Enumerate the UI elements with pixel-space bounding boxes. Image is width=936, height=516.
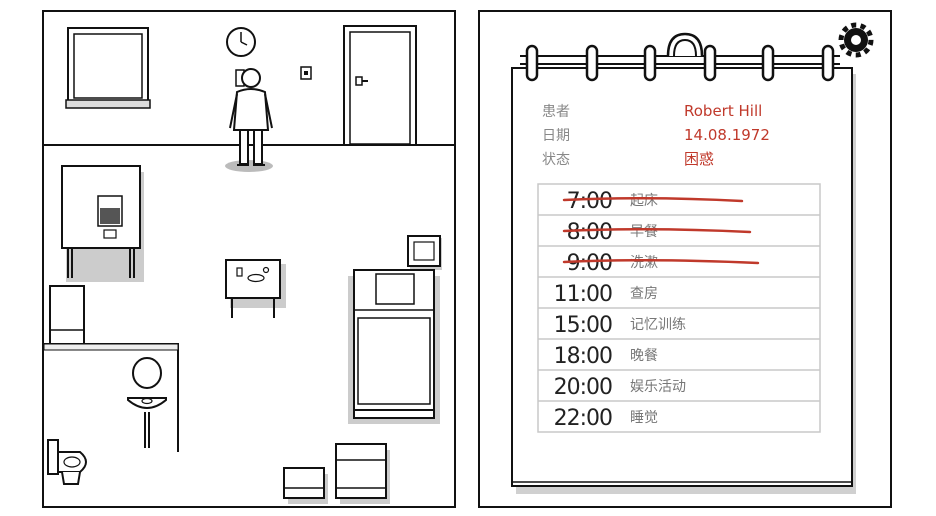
picture-frame[interactable] xyxy=(407,235,442,270)
field-label: 日期 xyxy=(542,128,570,144)
schedule-time: 20:00 xyxy=(554,375,612,400)
schedule-time: 15:00 xyxy=(554,313,612,338)
side-table-with-device[interactable] xyxy=(61,165,144,282)
field-value: 14.08.1972 xyxy=(684,126,770,144)
strikethrough-line xyxy=(562,227,752,234)
schedule-activity: 起床 xyxy=(630,193,658,209)
schedule-time: 9:00 xyxy=(567,251,612,276)
schedule-activity: 洗漱 xyxy=(630,255,658,271)
schedule-row[interactable]: 11:00 查房 xyxy=(554,282,658,307)
schedule-time: 8:00 xyxy=(567,220,612,245)
field-value: 困惑 xyxy=(684,150,714,168)
bed[interactable] xyxy=(348,269,440,424)
notepad: 患者 Robert Hill 日期 14.08.1972 状态 困惑 7:00 起床 8:00… xyxy=(511,22,874,494)
schedule-row[interactable]: 22:00 睡觉 xyxy=(554,406,658,431)
small-table-with-cup[interactable] xyxy=(225,259,286,318)
schedule-activity: 娱乐活动 xyxy=(630,379,686,395)
schedule-time: 22:00 xyxy=(554,406,612,431)
schedule-row[interactable]: 18:00 晚餐 xyxy=(554,344,658,369)
room-scene xyxy=(44,25,454,504)
storage-box-large[interactable] xyxy=(335,443,390,504)
cabinet[interactable] xyxy=(49,285,85,345)
schedule-time: 11:00 xyxy=(554,282,612,307)
field-label: 患者 xyxy=(542,104,570,120)
schedule-activity: 查房 xyxy=(630,286,658,302)
strikethrough-line xyxy=(562,196,744,203)
schedule-activity: 早餐 xyxy=(630,224,658,240)
patient-character[interactable] xyxy=(225,68,273,172)
field-label: 状态 xyxy=(542,152,570,168)
schedule-activity: 晚餐 xyxy=(630,348,658,364)
schedule-row[interactable]: 9:00 洗漱 xyxy=(562,251,760,276)
schedule-table: 7:00 起床 8:00 早餐 9:00 洗漱 11:00 查房 15:00 记忆训练 18:00 晚… xyxy=(537,183,821,433)
clock-icon[interactable] xyxy=(226,27,256,57)
strikethrough-line xyxy=(562,258,760,265)
schedule-activity: 睡觉 xyxy=(630,410,658,426)
schedule-time: 18:00 xyxy=(554,344,612,369)
schedule-row[interactable]: 7:00 起床 xyxy=(562,189,744,214)
field-value: Robert Hill xyxy=(684,102,762,120)
bathroom-wall xyxy=(44,343,179,452)
schedule-row[interactable]: 20:00 娱乐活动 xyxy=(554,375,686,400)
window[interactable] xyxy=(65,27,151,109)
storage-box-small[interactable] xyxy=(283,467,328,504)
spiral-binding xyxy=(520,32,840,82)
schedule-row[interactable]: 8:00 早餐 xyxy=(562,220,752,245)
door[interactable] xyxy=(343,25,417,146)
room-panel xyxy=(42,10,456,508)
light-switch[interactable] xyxy=(300,66,312,80)
toilet[interactable] xyxy=(47,439,87,485)
patient-info: 患者 Robert Hill 日期 14.08.1972 状态 困惑 xyxy=(542,102,770,168)
gear-icon[interactable] xyxy=(838,22,874,58)
notepad-panel: 患者 Robert Hill 日期 14.08.1972 状态 困惑 7:00 起床 8:00… xyxy=(478,10,892,508)
schedule-time: 7:00 xyxy=(567,189,612,214)
sink[interactable] xyxy=(127,357,167,448)
schedule-row[interactable]: 15:00 记忆训练 xyxy=(554,313,686,338)
schedule-activity: 记忆训练 xyxy=(630,317,686,333)
